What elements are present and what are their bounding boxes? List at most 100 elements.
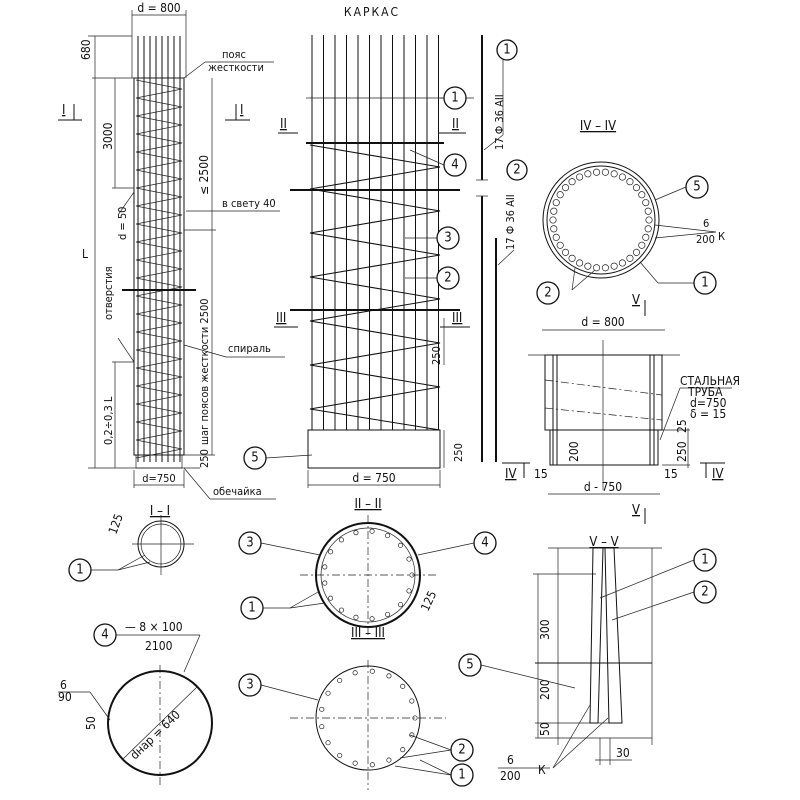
cage-diameter-bottom: d = 750 bbox=[352, 471, 395, 485]
rebar bbox=[385, 611, 391, 617]
rebar bbox=[337, 752, 343, 759]
dim-50: 50 bbox=[84, 716, 98, 730]
rebar bbox=[319, 724, 325, 730]
rebar bbox=[584, 170, 592, 178]
dim-50: 50 bbox=[538, 722, 552, 736]
rebar bbox=[397, 542, 404, 548]
callout-5: 5 bbox=[243, 446, 267, 470]
section-I-I: I – I 125 1 bbox=[68, 504, 194, 582]
dim-125: 125 bbox=[418, 589, 439, 614]
svg-text:1: 1 bbox=[76, 563, 83, 578]
svg-text:1: 1 bbox=[458, 768, 465, 783]
rebar bbox=[576, 259, 584, 267]
callout-4: 4 bbox=[473, 531, 497, 555]
callout-1: 1 bbox=[68, 558, 92, 582]
rebar bbox=[352, 760, 358, 766]
steel-tube-zone bbox=[549, 429, 659, 466]
callout-2: 2 bbox=[436, 266, 460, 290]
section-V-marker-top: V bbox=[632, 293, 640, 308]
section-III-III: III – III 3 2 1 bbox=[238, 626, 474, 790]
rebar bbox=[325, 690, 331, 696]
rebar bbox=[642, 199, 650, 207]
svg-text:5: 5 bbox=[466, 658, 473, 673]
tube-thickness: δ = 15 bbox=[690, 407, 726, 421]
pile-diameter-top: d = 800 bbox=[137, 1, 180, 15]
rebar bbox=[638, 241, 646, 249]
rebar bbox=[568, 254, 576, 262]
weld-90: 90 bbox=[58, 690, 72, 704]
dim-30: 30 bbox=[616, 746, 630, 760]
callout-2: 2 bbox=[536, 281, 560, 305]
rebar bbox=[369, 762, 375, 768]
rebar bbox=[406, 588, 412, 594]
rebar bbox=[385, 533, 391, 539]
svg-text:4: 4 bbox=[481, 536, 488, 551]
callout-1: 1 bbox=[693, 271, 717, 295]
dim-3000: 3000 bbox=[101, 122, 115, 150]
belt-label-line1: пояс bbox=[222, 48, 246, 61]
rebar bbox=[626, 254, 634, 262]
cage-spiral bbox=[309, 144, 441, 431]
rebar bbox=[610, 262, 618, 270]
svg-text:1: 1 bbox=[451, 91, 458, 106]
callout-3: 3 bbox=[238, 531, 262, 555]
callout-5: 5 bbox=[685, 175, 709, 199]
rebar bbox=[552, 199, 560, 207]
rebar bbox=[338, 537, 345, 543]
section-II-marker-right: II bbox=[452, 117, 459, 132]
pile-diameter-bottom: d=750 bbox=[142, 472, 175, 485]
tube-diameter: d=750 bbox=[690, 396, 727, 410]
cage-base-shell bbox=[307, 429, 441, 469]
bar-1 bbox=[589, 547, 604, 724]
dim-15-right: 15 bbox=[664, 467, 678, 481]
rebar bbox=[319, 706, 325, 712]
cage-dim-250-b: 250 bbox=[452, 443, 465, 462]
weld-k: К bbox=[538, 763, 546, 777]
rebar bbox=[409, 698, 415, 704]
callout-5: 5 bbox=[458, 653, 482, 677]
rebar bbox=[353, 614, 359, 620]
section-II-marker-left: II bbox=[280, 117, 287, 132]
svg-text:2: 2 bbox=[544, 286, 551, 301]
callout-2: 2 bbox=[506, 159, 528, 181]
svg-text:1: 1 bbox=[248, 601, 255, 616]
section-I-marker-left: I bbox=[62, 103, 65, 118]
rebar bbox=[328, 595, 334, 601]
weld-k: К bbox=[718, 230, 725, 243]
tube-label-2: ТРУБА bbox=[687, 385, 723, 399]
rebar bbox=[601, 168, 609, 176]
rebar bbox=[642, 233, 650, 241]
plate-spec: — 8 × 100 bbox=[125, 620, 183, 634]
rebar bbox=[550, 207, 558, 215]
rebar bbox=[638, 191, 646, 199]
rebar bbox=[601, 264, 609, 272]
weld-6: 6 bbox=[507, 753, 514, 767]
rebar bbox=[610, 170, 618, 178]
rebar bbox=[338, 607, 345, 613]
plate-4-detail: 4 — 8 × 100 2100 dнар = 640 6 90 50 bbox=[58, 620, 213, 785]
svg-text:4: 4 bbox=[101, 628, 108, 643]
rebar bbox=[618, 173, 626, 181]
svg-text:2: 2 bbox=[701, 585, 708, 600]
section-IV-marker-left: IV bbox=[505, 467, 516, 482]
callout-1: 1 bbox=[443, 86, 467, 110]
dim-200: 200 bbox=[538, 679, 552, 700]
spiral-wire bbox=[135, 79, 183, 459]
tube-label-1: СТАЛЬНАЯ bbox=[680, 374, 740, 388]
section-V-V-title: V – V bbox=[589, 535, 618, 550]
rebar bbox=[644, 225, 652, 233]
rebar bbox=[397, 602, 404, 608]
callout-1: 1 bbox=[496, 39, 518, 61]
section-V-V: V – V 300 200 50 1 2 5 6 200 К 30 bbox=[458, 535, 717, 783]
rebar bbox=[552, 233, 560, 241]
dim-300: 300 bbox=[538, 619, 552, 640]
rebar bbox=[409, 732, 415, 738]
rebar bbox=[593, 264, 601, 272]
rebar bbox=[322, 580, 328, 586]
rebar bbox=[561, 184, 570, 192]
spiral-label: спираль bbox=[228, 342, 271, 355]
rebar bbox=[353, 530, 359, 536]
callout-3: 3 bbox=[238, 673, 262, 697]
outer-diameter: dнар = 640 bbox=[127, 708, 183, 763]
